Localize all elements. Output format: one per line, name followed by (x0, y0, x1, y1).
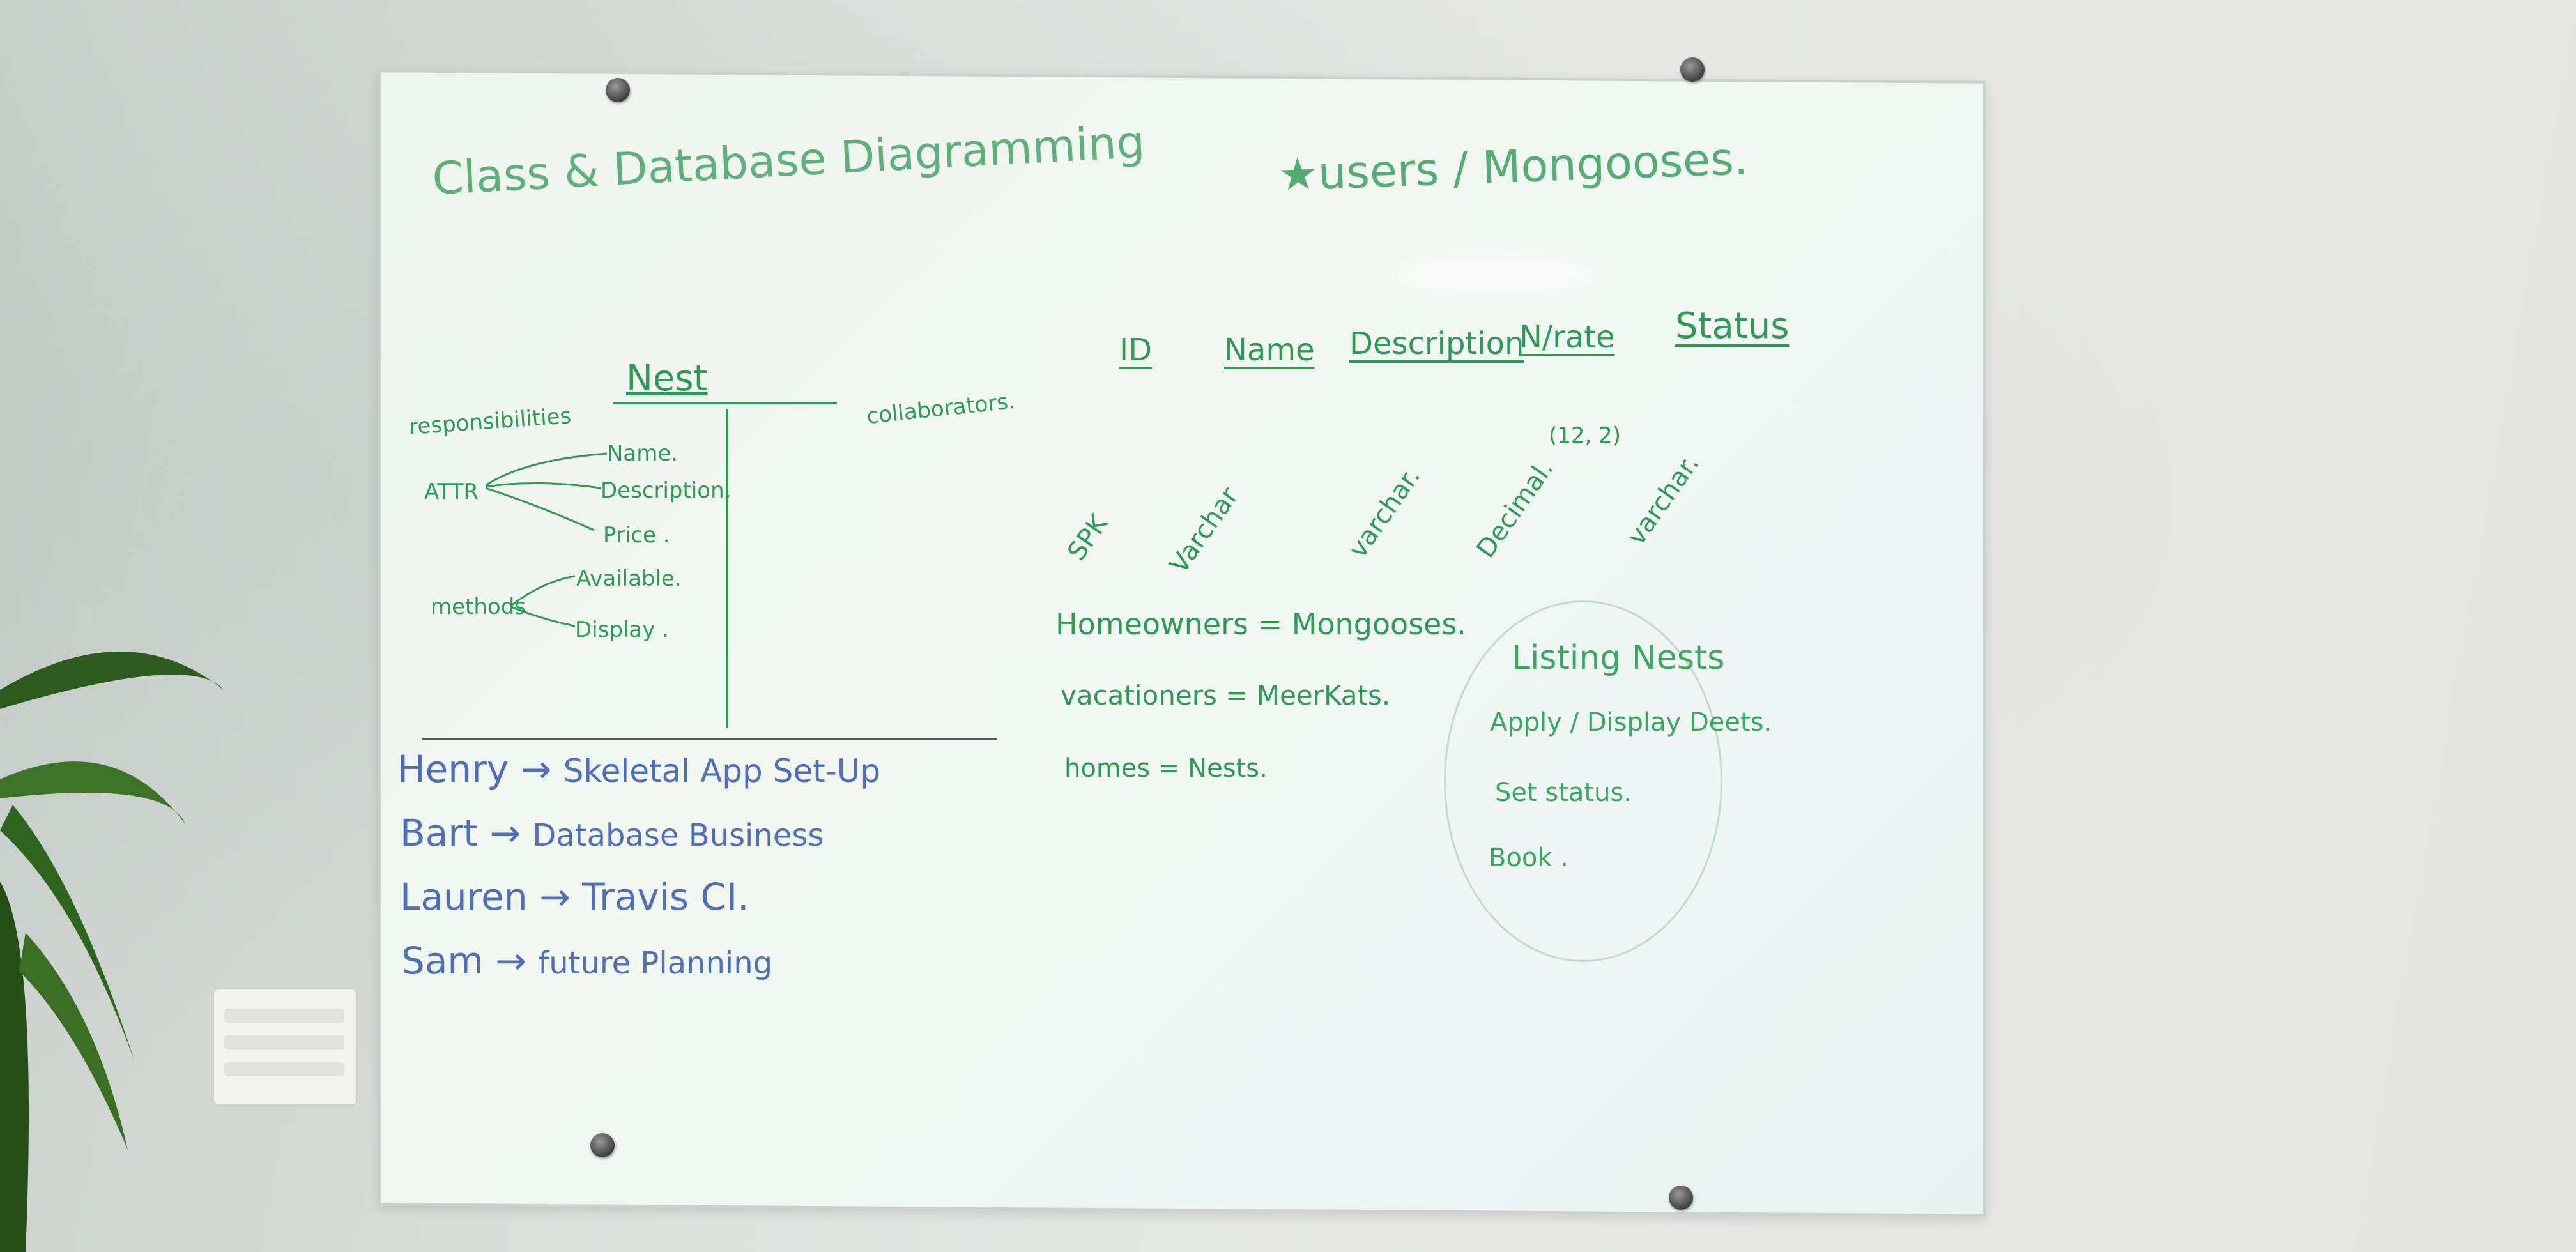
method-available: Available. (576, 566, 682, 592)
attribute-price: Price . (603, 523, 670, 548)
column-nrate: N/rate (1519, 319, 1615, 355)
assignee-name: Bart (400, 811, 478, 855)
assignment-task: Travis CI. (582, 875, 749, 919)
assignee-name: Henry (397, 747, 509, 791)
card-bottom-line (422, 738, 997, 740)
attribute-description: Description. (601, 478, 732, 503)
arrow-icon: → (489, 811, 533, 855)
method-display: Display . (575, 617, 669, 643)
plant-leaves (0, 652, 224, 1252)
arrow-icon: → (539, 875, 583, 919)
listing-heading: Listing Nests (1512, 639, 1725, 677)
column-name: Name (1224, 332, 1315, 368)
arrow-icon: → (520, 747, 564, 791)
standoff-top-right (1680, 57, 1705, 82)
listing-oval (1444, 600, 1722, 962)
listing-item-status: Set status. (1495, 778, 1632, 807)
assignment-row: Bart → Database Business (400, 811, 824, 855)
assignment-task: Database Business (532, 818, 824, 853)
mapping-vacationers: vacationers = MeerKats. (1061, 680, 1391, 711)
class-name-underline (613, 402, 837, 404)
mapping-homeowners: Homeowners = Mongooses. (1055, 607, 1467, 641)
column-description: Description (1349, 326, 1524, 362)
assignee-name: Lauren (400, 875, 528, 919)
assignment-task: future Planning (538, 945, 773, 981)
standoff-top-left (606, 78, 630, 102)
attribute-name: Name. (607, 441, 678, 466)
listing-item-book: Book . (1489, 843, 1568, 873)
standoff-bottom-right (1669, 1186, 1693, 1210)
methods-label: methods (431, 594, 526, 620)
column-status: Status (1675, 305, 1790, 347)
marker-holder (212, 988, 358, 1106)
assignment-task: Skeletal App Set-Up (563, 752, 881, 790)
assignment-row: Sam → future Planning (401, 939, 772, 982)
assignee-name: Sam (401, 939, 484, 982)
mapping-homes: homes = Nests. (1064, 754, 1268, 783)
attr-label: ATTR (424, 479, 479, 505)
assignment-row: Henry → Skeletal App Set-Up (397, 747, 880, 791)
column-id: ID (1119, 332, 1153, 368)
listing-item-apply: Apply / Display Deets. (1490, 708, 1772, 737)
decimal-precision: (12, 2) (1549, 423, 1621, 448)
assignment-row: Lauren → Travis CI. (400, 875, 749, 919)
class-name: Nest (626, 358, 708, 399)
standoff-bottom-left (590, 1133, 615, 1157)
card-divider (726, 409, 728, 728)
arrow-icon: → (495, 939, 539, 982)
board-glare (1393, 256, 1597, 294)
card-connector-lines (485, 452, 608, 627)
